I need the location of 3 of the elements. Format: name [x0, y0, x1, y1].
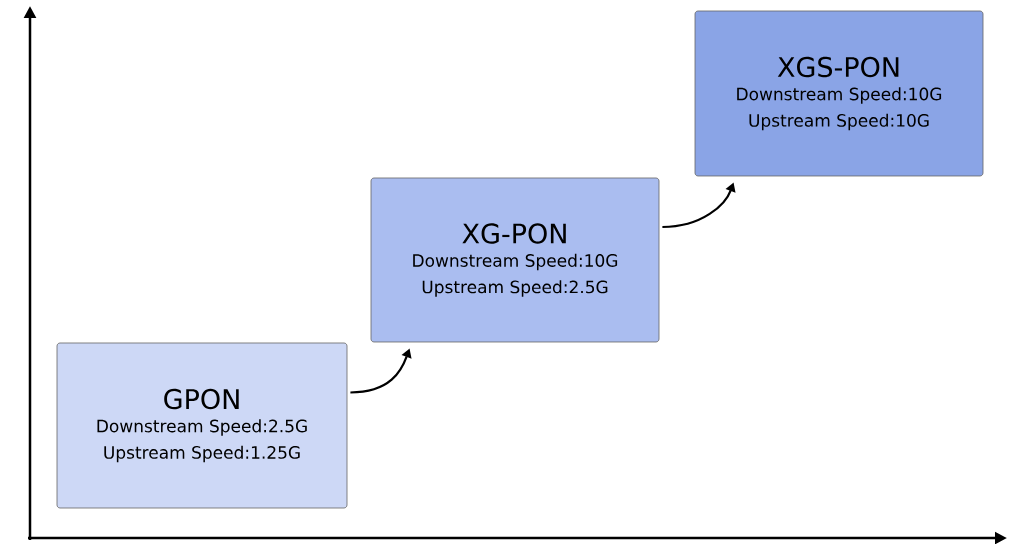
speed-box: GPON Downstream Speed:2.5G Upstream Speed:1.25G: [56, 342, 348, 509]
speed-box: XG-PON Downstream Speed:10G Upstream Speed:2.5G: [370, 177, 660, 343]
speed-box: XGS-PON Downstream Speed:10G Upstream Speed:10G: [694, 10, 984, 177]
